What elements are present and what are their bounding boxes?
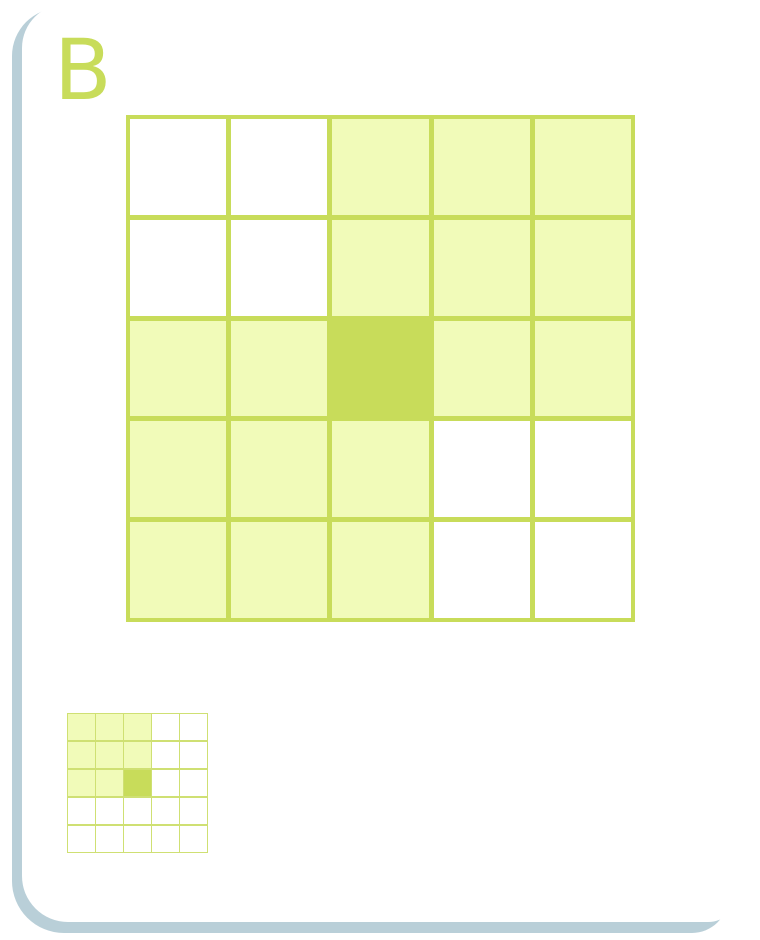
mini-grid-cell-r2-c2-light [96, 741, 123, 769]
main-grid-cell-r2-c4-light [433, 219, 530, 316]
mini-grid-cell-r4-c3-empty [124, 797, 151, 825]
mini-grid-cell-r2-c1-light [68, 741, 95, 769]
main-grid-cell-r3-c3-dark [332, 320, 429, 417]
main-grid-cell-r4-c3-light [332, 421, 429, 518]
main-grid-cell-r3-c1-light [130, 320, 227, 417]
mini-grid-cell-r5-c3-empty [124, 825, 151, 852]
mini-grid-cell-r2-c3-light [124, 741, 151, 769]
mini-grid-cell-r3-c2-light [96, 769, 123, 797]
mini-grid-cell-r3-c4-empty [152, 769, 179, 797]
mini-grid-cell-r1-c1-light [68, 714, 95, 741]
main-grid-cell-r5-c1-light [130, 522, 227, 618]
mini-grid-cell-r3-c5-empty [180, 769, 207, 797]
mini-grid-cell-r1-c3-light [124, 714, 151, 741]
main-grid-cell-r1-c3-light [332, 119, 429, 215]
mini-grid-cell-r1-c5-empty [180, 714, 207, 741]
main-grid-cell-r2-c2-empty [231, 219, 328, 316]
main-grid-cell-r1-c1-empty [130, 119, 227, 215]
mini-grid-cell-r5-c2-empty [96, 825, 123, 852]
mini-grid-cell-r4-c1-empty [68, 797, 95, 825]
mini-grid-cell-r4-c2-empty [96, 797, 123, 825]
mini-grid-cell-r5-c4-empty [152, 825, 179, 852]
main-grid-cell-r4-c2-light [231, 421, 328, 518]
main-grid-cell-r4-c5-empty [534, 421, 631, 518]
mini-grid-cell-r4-c5-empty [180, 797, 207, 825]
main-grid-cell-r4-c1-light [130, 421, 227, 518]
mini-grid-cell-r1-c4-empty [152, 714, 179, 741]
main-grid-cell-r2-c5-light [534, 219, 631, 316]
main-grid-cell-r5-c3-light [332, 522, 429, 618]
main-grid-cell-r5-c4-empty [433, 522, 530, 618]
main-grid-cell-r1-c5-light [534, 119, 631, 215]
main-grid [126, 115, 635, 622]
main-grid-cell-r3-c5-light [534, 320, 631, 417]
main-grid-cell-r3-c2-light [231, 320, 328, 417]
main-grid-cell-r2-c1-empty [130, 219, 227, 316]
main-grid-cell-r4-c4-empty [433, 421, 530, 518]
mini-grid-cell-r2-c4-empty [152, 741, 179, 769]
main-grid-cell-r1-c4-light [433, 119, 530, 215]
mini-grid-cell-r3-c1-light [68, 769, 95, 797]
main-grid-cell-r1-c2-empty [231, 119, 328, 215]
mini-grid-cell-r5-c1-empty [68, 825, 95, 852]
card-letter: B [54, 21, 112, 119]
mini-grid-cell-r3-c3-dark [124, 769, 151, 797]
main-grid-cell-r5-c2-light [231, 522, 328, 618]
mini-grid-cell-r4-c4-empty [152, 797, 179, 825]
main-grid-cell-r2-c3-light [332, 219, 429, 316]
mini-grid-cell-r5-c5-empty [180, 825, 207, 852]
mini-grid-cell-r1-c2-light [96, 714, 123, 741]
mini-grid-cell-r2-c5-empty [180, 741, 207, 769]
main-grid-cell-r3-c4-light [433, 320, 530, 417]
main-grid-cell-r5-c5-empty [534, 522, 631, 618]
mini-grid [67, 713, 208, 853]
